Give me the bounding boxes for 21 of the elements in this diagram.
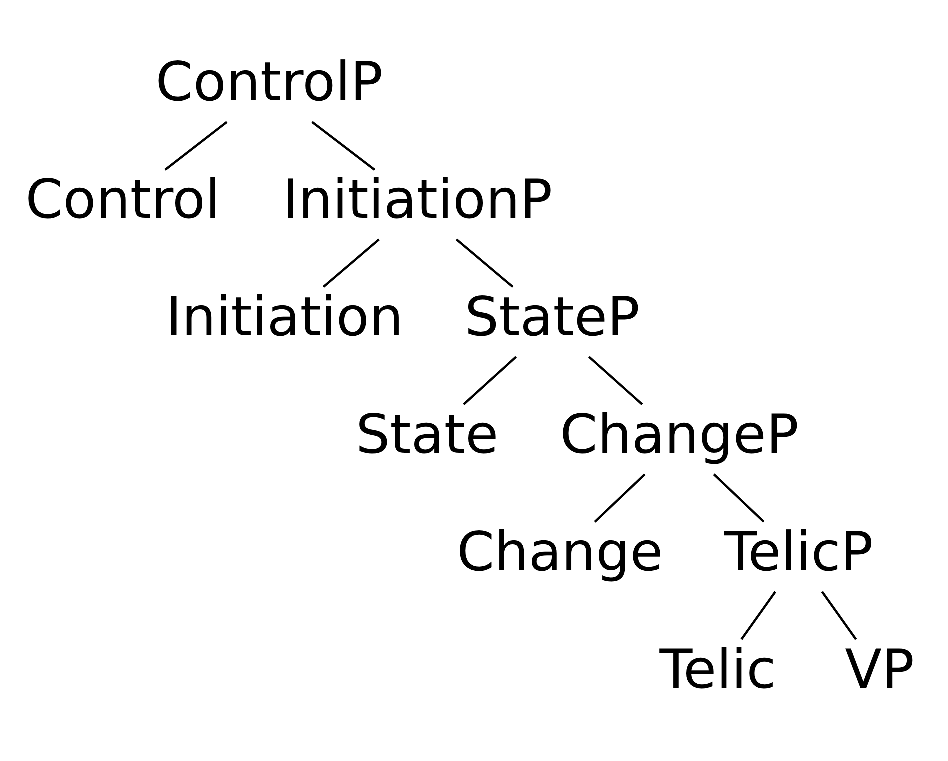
connector	[713, 473, 765, 522]
connector	[322, 238, 380, 288]
node-text: Control	[26, 168, 221, 231]
node-text: TelicP	[724, 520, 874, 583]
connector	[312, 120, 376, 171]
node-text: InitiationP	[282, 168, 553, 231]
connector	[594, 473, 646, 522]
node-text: ChangeP	[560, 402, 799, 466]
node-text: Change	[456, 520, 664, 583]
node-text: StateP	[464, 285, 640, 348]
connector	[456, 238, 514, 288]
node-text: Initiation	[166, 285, 404, 348]
node-text: VP	[845, 637, 914, 700]
node-text: State	[356, 402, 499, 466]
node-text: Telic	[660, 637, 776, 700]
connector	[740, 590, 776, 640]
connector	[463, 356, 518, 405]
connector	[164, 120, 228, 171]
connector	[821, 590, 858, 640]
connector	[588, 356, 644, 405]
node-text: ControlP	[156, 50, 384, 114]
